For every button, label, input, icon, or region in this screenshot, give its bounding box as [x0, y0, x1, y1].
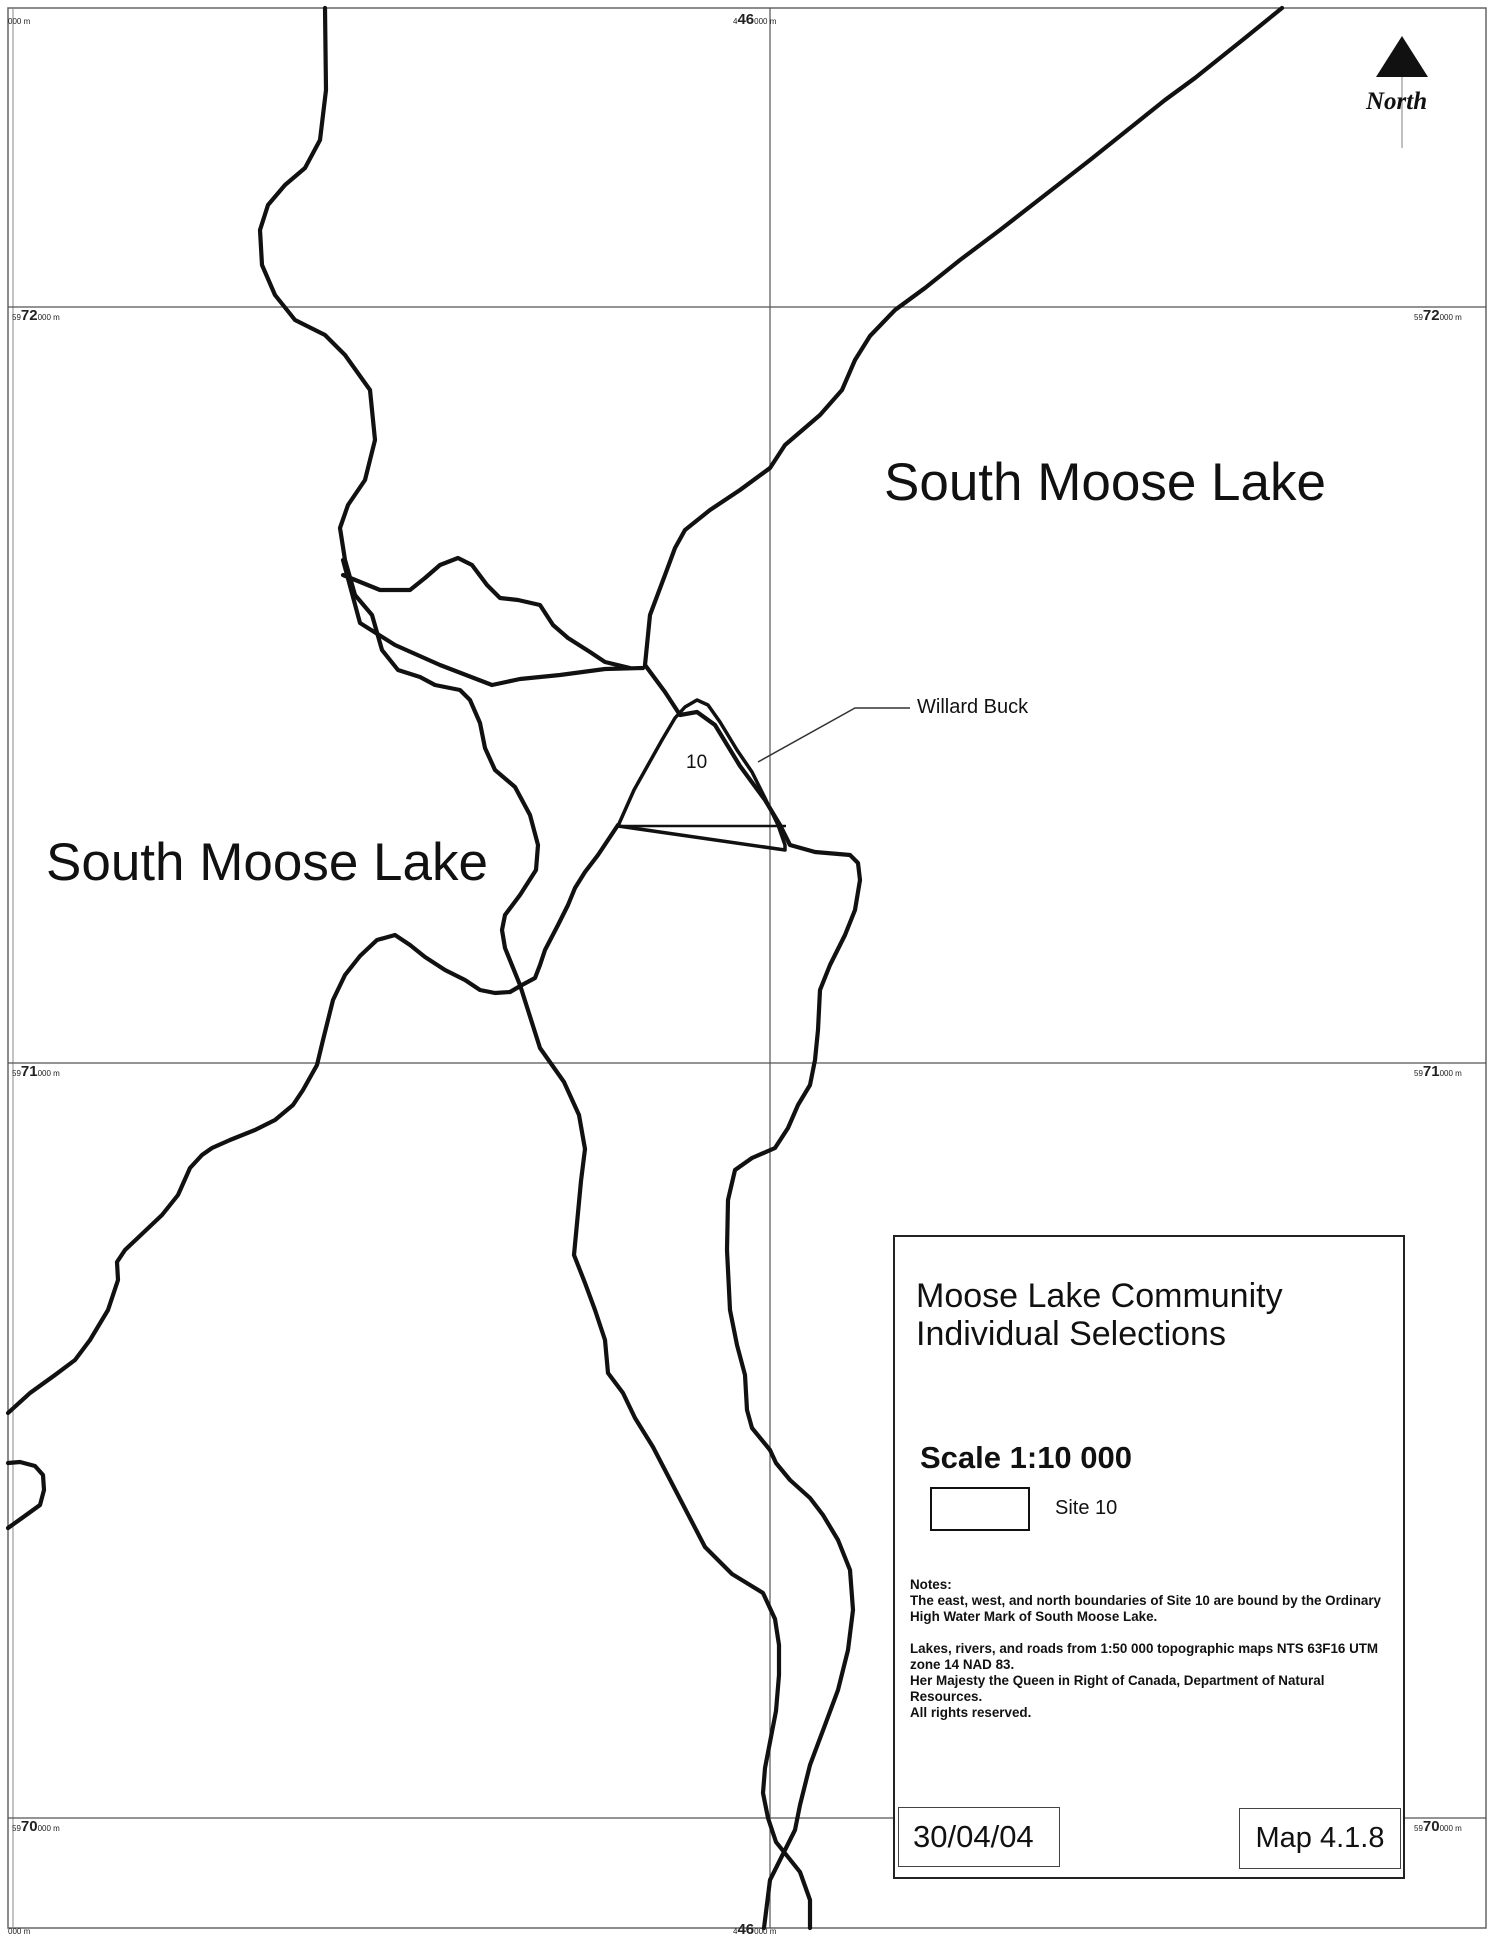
- legend-notes: Notes:The east, west, and north boundari…: [910, 1577, 1390, 1737]
- notes-boundary: The east, west, and north boundaries of …: [910, 1593, 1381, 1624]
- owner-leader-line: [757, 707, 910, 763]
- notes-heading: Notes:: [910, 1577, 952, 1592]
- notes-copyright: Her Majesty the Queen in Right of Canada…: [910, 1673, 1325, 1704]
- top-easting-label: 446000 m: [733, 11, 777, 28]
- notes-rights: All rights reserved.: [910, 1705, 1032, 1720]
- lake-label-northeast: South Moose Lake: [884, 453, 1326, 512]
- shoreline-southwest: [5, 822, 621, 1416]
- grid-labels: 000 m 446000 m 000 m 446000 m 5972000 m …: [8, 11, 1462, 1938]
- northing-72-right: 5972000 m: [1414, 307, 1462, 324]
- north-arrow-icon: [1376, 36, 1428, 148]
- shoreline-west-branch: [340, 557, 646, 688]
- shoreline-west: [257, 5, 813, 1931]
- northing-70-left: 5970000 m: [12, 1818, 60, 1835]
- legend-site-swatch-label: Site 10: [1055, 1497, 1118, 1519]
- northing-71-right: 5971000 m: [1414, 1063, 1462, 1080]
- notes-source: Lakes, rivers, and roads from 1:50 000 t…: [910, 1641, 1379, 1672]
- northing-72-left: 5972000 m: [12, 307, 60, 324]
- shoreline-northeast: [642, 5, 1285, 668]
- site-number-label: 10: [686, 752, 708, 773]
- site-10-parcel[interactable]: [616, 698, 787, 852]
- site-owner-label: Willard Buck: [917, 696, 1029, 718]
- bottom-left-edge-label: 000 m: [8, 1927, 31, 1936]
- shoreline-east: [642, 662, 863, 1931]
- top-left-edge-label: 000 m: [8, 17, 31, 26]
- northing-71-left: 5971000 m: [12, 1063, 60, 1080]
- lake-label-west: South Moose Lake: [46, 833, 488, 892]
- map-frame: [7, 7, 1487, 1929]
- legend-title: Moose Lake Community Individual Selectio…: [916, 1277, 1283, 1353]
- northing-70-right: 5970000 m: [1414, 1818, 1462, 1835]
- legend-scale: Scale 1:10 000: [920, 1440, 1133, 1475]
- legend-panel: Moose Lake Community Individual Selectio…: [893, 1235, 1405, 1879]
- north-label: North: [1366, 88, 1428, 115]
- bottom-easting-label: 446000 m: [733, 1921, 777, 1938]
- map-number: Map 4.1.8: [1239, 1808, 1401, 1869]
- shoreline-island-edge: [5, 1459, 47, 1531]
- legend-site-swatch: [930, 1487, 1030, 1531]
- map-date: 30/04/04: [898, 1807, 1060, 1867]
- shoreline-inlet: [340, 555, 633, 671]
